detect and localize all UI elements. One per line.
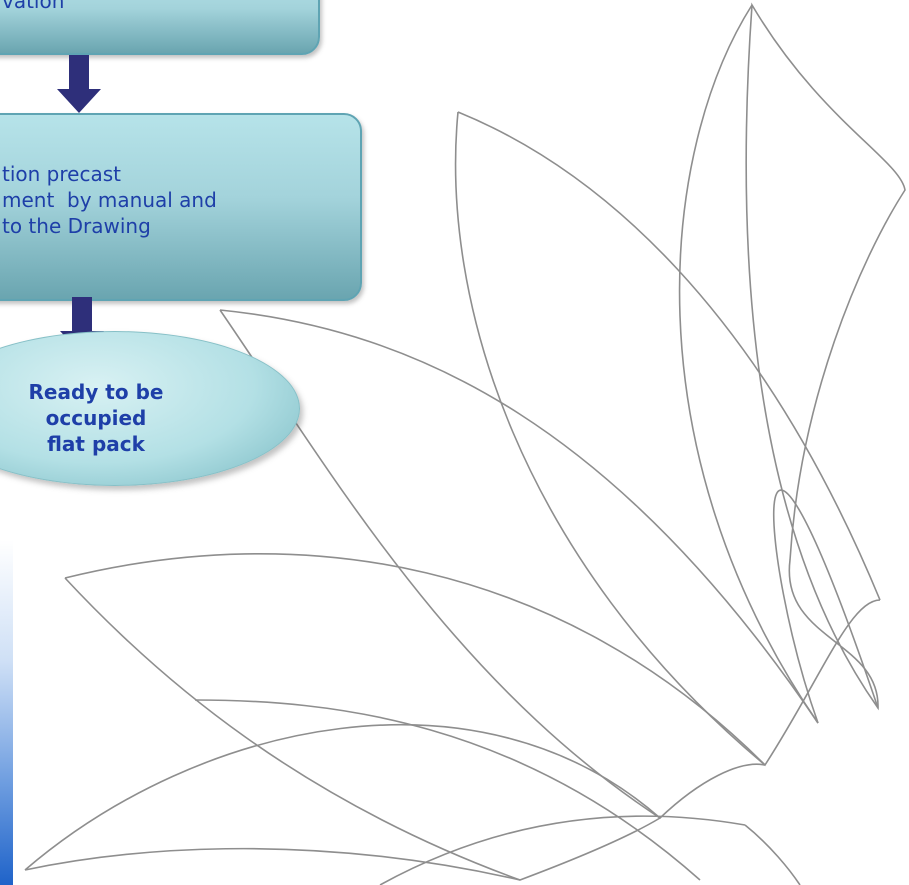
petal-outline bbox=[678, 4, 879, 724]
final-step-line-1: Ready to be bbox=[28, 380, 164, 404]
petal-outline bbox=[454, 111, 881, 767]
left-gradient-bar bbox=[0, 540, 13, 885]
final-step-ellipse: Ready to be occupied flat pack bbox=[0, 331, 300, 486]
step-box-1: vation bbox=[0, 0, 320, 55]
down-arrow-icon bbox=[57, 55, 101, 113]
step-2-text-line-3: to the Drawing bbox=[2, 214, 151, 238]
petal-outline bbox=[24, 724, 661, 881]
final-step-text: Ready to be occupied flat pack bbox=[1, 379, 191, 457]
petal-outline bbox=[379, 815, 801, 885]
final-step-line-3: flat pack bbox=[47, 432, 145, 456]
step-box-2: tion precast ment by manual and to the D… bbox=[0, 113, 362, 301]
petal-outline bbox=[64, 552, 766, 881]
petal-outline bbox=[219, 309, 819, 820]
petal-outline bbox=[194, 699, 701, 881]
step-1-text-line: vation bbox=[2, 0, 65, 13]
final-step-line-2: occupied bbox=[45, 406, 147, 430]
step-2-text-line-1: tion precast bbox=[2, 162, 121, 186]
petal-outline bbox=[745, 2, 906, 711]
step-2-text-line-2: ment by manual and bbox=[2, 188, 217, 212]
